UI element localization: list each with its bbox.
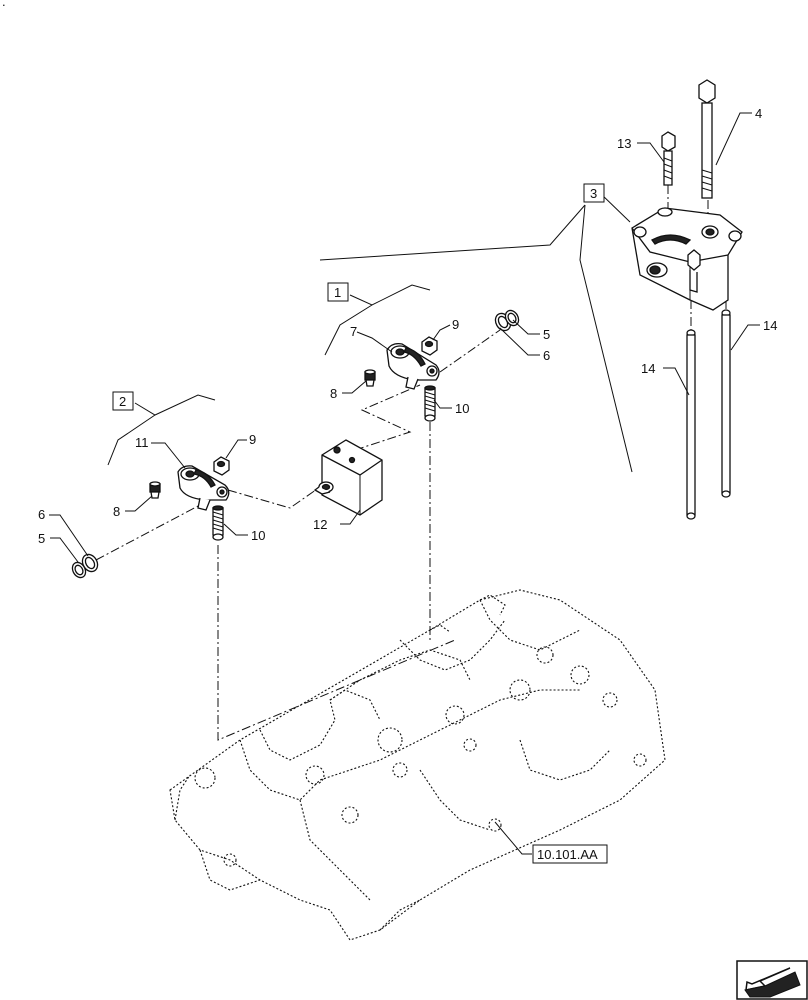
corner-mark: . [2,0,6,9]
assembly-leaders [107,192,633,473]
rings-left [71,553,99,579]
push-rod-right [721,309,731,498]
centerlines [95,185,727,741]
callout-6-left: 6 [38,507,45,522]
cylinder-head [169,589,666,941]
callout-10-right: 10 [455,401,469,416]
rocker-housing-assembly [631,207,743,311]
callout-6-right: 6 [543,348,550,363]
callout-10-left: 10 [251,528,265,543]
reference-code: 10.101.AA [537,847,598,862]
callout-8-right: 8 [330,386,337,401]
callout-5-left: 5 [38,531,45,546]
svg-text:2: 2 [119,394,126,409]
reference-label[interactable]: 10.101.AA [532,844,608,864]
assembly-box-3: 3 [583,183,605,203]
callout-13: 13 [617,136,631,151]
bolt-short [661,131,676,186]
assembly-box-1: 1 [327,282,349,302]
rocker-bracket [313,439,383,516]
page-arrow-icon[interactable] [736,960,808,1000]
callout-9-right: 9 [452,317,459,332]
rings-right [494,309,520,332]
callout-4: 4 [755,106,762,121]
svg-text:3: 3 [590,186,597,201]
callout-14-left: 14 [641,361,655,376]
assembly-box-2: 2 [112,391,134,411]
callout-labels: 4 13 14 14 7 9 8 10 5 6 11 9 8 10 12 6 5 [38,106,777,546]
stud-right [424,385,436,422]
callout-leaders [49,112,760,855]
nut-right [421,336,438,356]
screw-right [364,369,376,387]
callout-14-right: 14 [763,318,777,333]
callout-9-left: 9 [249,432,256,447]
screw-left [149,481,161,499]
push-rod-left [686,329,696,520]
callout-7: 7 [350,324,357,339]
rocker-arm-left [177,465,230,511]
rocker-arm-right [386,342,440,390]
bolt-long [698,79,716,199]
callout-5-right: 5 [543,327,550,342]
callout-11: 11 [135,435,149,450]
stud-left [212,505,224,541]
nut-left [213,456,230,476]
callout-12: 12 [313,517,327,532]
svg-text:1: 1 [334,285,341,300]
callout-8-left: 8 [113,504,120,519]
